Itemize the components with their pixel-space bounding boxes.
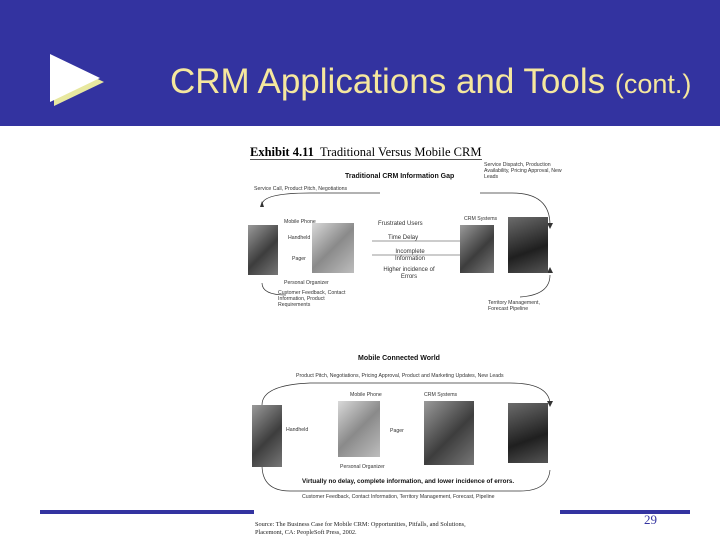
device-pager: Pager xyxy=(292,256,306,262)
mobile-devices-photo xyxy=(312,223,354,273)
mobile-summary: Virtually no delay, complete information… xyxy=(302,478,515,485)
bottom-left-label: Customer Feedback, Contact Information, … xyxy=(278,290,346,308)
slide-header: CRM Applications and Tools (cont.) xyxy=(0,0,720,126)
gap-incomplete-information: Incomplete Information xyxy=(394,249,425,262)
mobile-heading: Mobile Connected World xyxy=(358,355,440,362)
exhibit-title: Traditional Versus Mobile CRM xyxy=(319,145,482,159)
mobile-organizer-label: Personal Organizer xyxy=(340,464,385,470)
page-number: 29 xyxy=(644,512,657,527)
exhibit-arrows xyxy=(260,192,553,492)
triangle-bullet-icon xyxy=(50,54,104,106)
exhibit-source: Source: The Business Case for Mobile CRM… xyxy=(255,521,466,536)
mobile-pager-label: Pager xyxy=(390,428,404,434)
traditional-heading: Traditional CRM Information Gap xyxy=(345,173,455,180)
mobile-top-label: Product Pitch, Negotiations, Pricing App… xyxy=(296,373,504,379)
mobile-businessmen-photo xyxy=(252,405,282,467)
gap-frustrated-users: Frustrated Users xyxy=(378,221,423,227)
mobile-crm-photo xyxy=(424,401,474,465)
slide-title-main: CRM Applications and Tools xyxy=(170,62,606,101)
gap-higher-errors: Higher incidence of Errors xyxy=(383,267,435,280)
mobile-handheld-label: Handheld xyxy=(286,427,309,433)
slide-title-suffix: (cont.) xyxy=(614,69,692,99)
mobile-phone-label: Mobile Phone xyxy=(350,392,382,398)
exhibit-number: Exhibit 4.11 xyxy=(250,145,314,159)
woman-phone-photo xyxy=(508,217,548,273)
exhibit-heading: Exhibit 4.11 Traditional Versus Mobile C… xyxy=(250,145,481,160)
top-left-label: Service Call, Product Pitch, Negotiation… xyxy=(254,186,348,192)
device-handheld: Handheld xyxy=(288,235,311,241)
device-mobile-phone: Mobile Phone xyxy=(284,219,316,225)
mobile-woman-photo xyxy=(508,403,548,463)
exhibit-figure: Exhibit 4.11 Traditional Versus Mobile C… xyxy=(248,145,570,540)
top-crm-systems: CRM Systems xyxy=(464,216,498,222)
footer-rule-left xyxy=(40,510,254,514)
slide-title: CRM Applications and Tools (cont.) xyxy=(170,62,691,102)
top-right-label: Service Dispatch, Production Availabilit… xyxy=(484,162,562,180)
exhibit-title-rule xyxy=(250,159,482,160)
device-personal-organizer: Personal Organizer xyxy=(284,280,329,286)
mobile-bottom-label: Customer Feedback, Contact Information, … xyxy=(302,494,495,500)
gap-time-delay: Time Delay xyxy=(388,235,419,241)
mobile-devices-photo-2 xyxy=(338,401,380,457)
crm-computers-photo xyxy=(460,225,494,273)
mobile-crm-systems-label: CRM Systems xyxy=(424,392,458,398)
bottom-right-label: Territory Management, Forecast Pipeline xyxy=(488,300,540,312)
footer-rule-right xyxy=(560,510,690,514)
businessmen-photo xyxy=(248,225,278,275)
